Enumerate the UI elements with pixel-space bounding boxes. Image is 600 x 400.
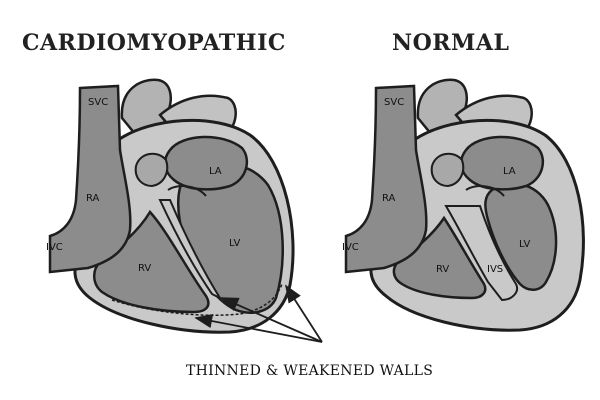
caption-thinned-walls: THINNED & WEAKENED WALLS: [186, 363, 434, 379]
left-atrium: [163, 135, 249, 191]
aortic-valve: [134, 152, 169, 188]
label-svc-left: SVC: [88, 97, 108, 108]
title-normal: NORMAL: [392, 30, 510, 56]
title-cardiomyopathic: CARDIOMYOPATHIC: [22, 30, 286, 56]
label-la-left: LA: [209, 166, 222, 177]
arrow-to-rv-wall: [194, 313, 323, 343]
left-atrium: [459, 135, 545, 191]
interventricular-septum: [158, 199, 223, 301]
label-ivc-right: IVC: [342, 242, 359, 253]
arrow-to-septum: [220, 297, 323, 343]
label-la-right: LA: [503, 166, 516, 177]
label-ra-left: RA: [86, 193, 100, 204]
label-svc-right: SVC: [384, 97, 404, 108]
label-ivc-left: IVC: [46, 242, 63, 253]
label-rv-left: RV: [138, 263, 151, 274]
mitral-valve: [465, 185, 505, 197]
right-atrium-and-vena-cava: [344, 84, 428, 274]
thin-wall-rim: [111, 283, 283, 316]
right-ventricle: [392, 215, 487, 300]
pointer-arrows: [194, 284, 323, 343]
normal-heart: SVC RA IVC LA LV RV IVS: [342, 78, 585, 332]
label-lv-left: LV: [229, 238, 240, 249]
right-atrium-and-vena-cava: [48, 84, 132, 274]
label-rv-right: RV: [436, 264, 449, 275]
label-ra-right: RA: [382, 193, 396, 204]
right-ventricle: [93, 209, 210, 314]
left-ventricle: [484, 182, 558, 291]
label-ivs-right: IVS: [487, 264, 503, 275]
mitral-valve: [167, 185, 207, 197]
aortic-valve: [430, 152, 465, 188]
arrow-to-lv-wall: [285, 284, 323, 343]
cardiomyopathic-heart: SVC RA IVC LA LV RV: [46, 78, 295, 334]
interventricular-septum: [444, 205, 518, 302]
label-lv-right: LV: [519, 239, 530, 250]
